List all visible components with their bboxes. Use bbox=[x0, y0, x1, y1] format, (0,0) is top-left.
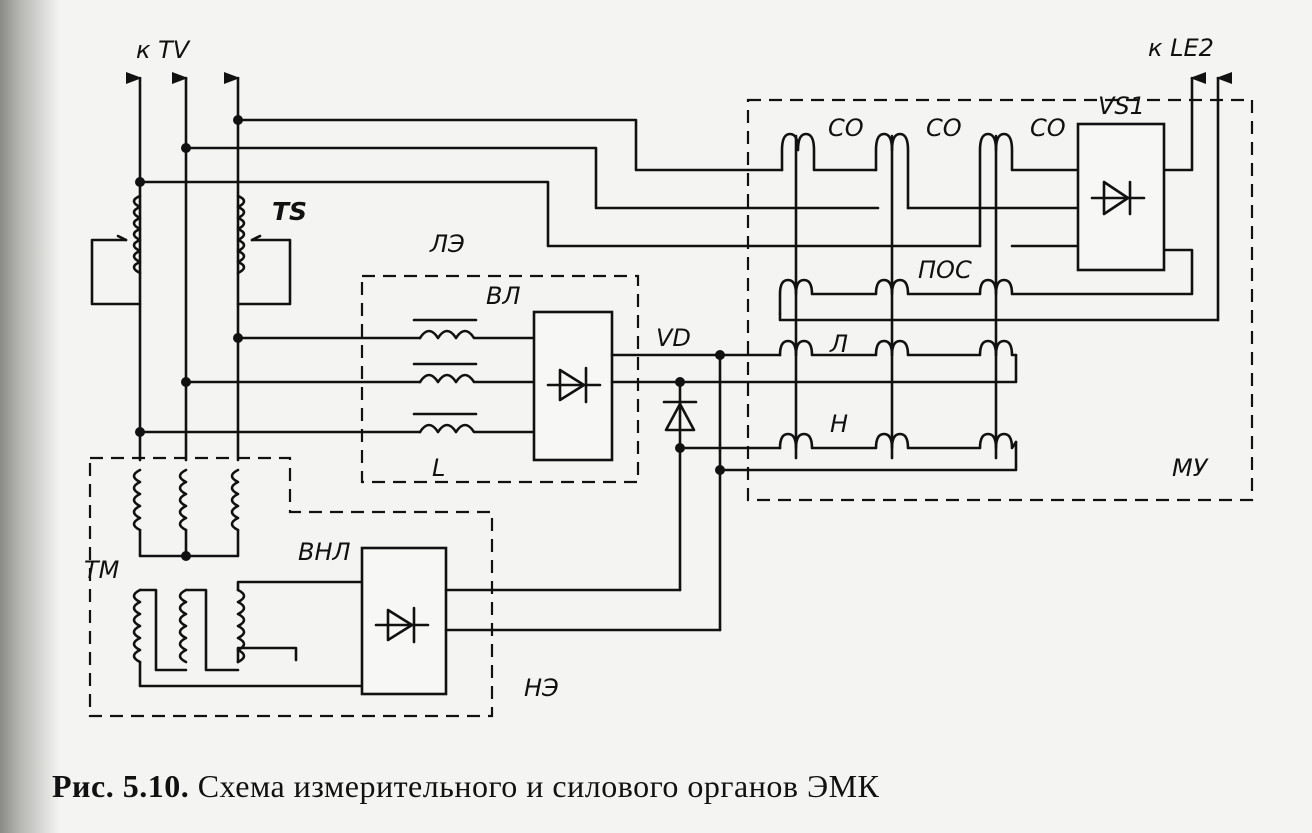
label-vnl: ВНЛ bbox=[298, 538, 351, 566]
ts-transformer bbox=[90, 194, 292, 306]
ne-enclosure bbox=[88, 456, 494, 718]
label-le: ЛЭ bbox=[429, 230, 465, 258]
label-h-winding: Н bbox=[830, 410, 848, 438]
label-vd: VD bbox=[656, 324, 691, 352]
label-co-2: СО bbox=[926, 114, 962, 142]
mu-cores bbox=[794, 134, 998, 460]
label-ne: НЭ bbox=[524, 674, 559, 702]
label-pos: ПОС bbox=[918, 256, 972, 284]
caption-text: Схема измерительного и силового органов … bbox=[197, 768, 880, 804]
label-l: L bbox=[432, 454, 445, 482]
schematic-diagram: к TV к LE2 TS ЛЭ ВЛ L VD VS1 СО СО СО ПО… bbox=[84, 34, 1254, 718]
label-vs1: VS1 bbox=[1098, 92, 1145, 120]
l-winding bbox=[778, 339, 1018, 357]
caption-figure-number: Рис. 5.10. bbox=[52, 768, 190, 804]
le-inductors bbox=[412, 318, 536, 434]
label-l-winding: Л bbox=[829, 330, 848, 358]
tm-transformer bbox=[132, 468, 364, 688]
label-ts: TS bbox=[272, 197, 307, 226]
figure-caption: Рис. 5.10. Схема измерительного и силово… bbox=[52, 768, 879, 805]
h-winding bbox=[778, 432, 1018, 450]
pos-winding bbox=[778, 248, 1220, 322]
bus-wires bbox=[138, 118, 982, 434]
label-co-1: СО bbox=[828, 114, 864, 142]
junction-dots bbox=[135, 115, 725, 561]
co-windings bbox=[780, 132, 1080, 248]
vs1-block bbox=[1076, 122, 1166, 272]
label-co-3: СО bbox=[1030, 114, 1066, 142]
label-mu: МУ bbox=[1172, 454, 1209, 482]
label-vl: ВЛ bbox=[486, 282, 521, 310]
le2-output-arrows bbox=[1162, 72, 1232, 322]
label-k-tv: к TV bbox=[136, 36, 191, 64]
vd-diode-network bbox=[610, 353, 1018, 632]
label-k-le2: к LE2 bbox=[1148, 34, 1214, 62]
le-enclosure bbox=[360, 274, 640, 484]
vl-rectifier bbox=[532, 310, 614, 462]
mu-enclosure bbox=[746, 98, 1254, 502]
vnl-rectifier bbox=[360, 546, 722, 696]
tv-input-arrows bbox=[126, 72, 240, 462]
scan-shadow-edge bbox=[0, 0, 60, 833]
label-tm: ТМ bbox=[84, 556, 120, 584]
